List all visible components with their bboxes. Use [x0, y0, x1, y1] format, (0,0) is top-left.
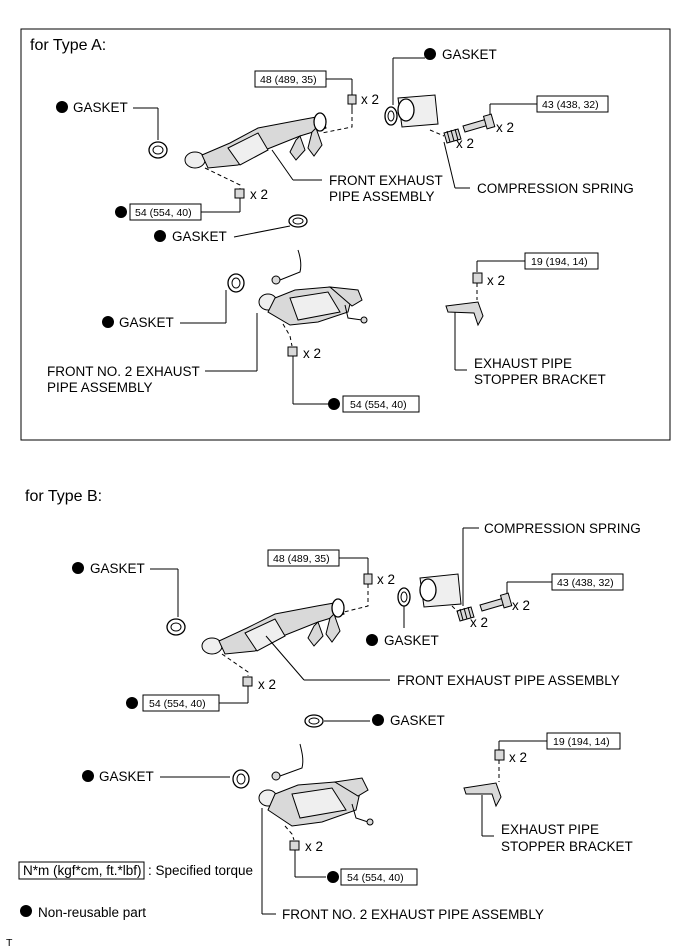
bolt-icon: [472, 272, 483, 284]
label-gasket-a2: GASKET: [73, 100, 128, 115]
qty-bolt-top-a: x 2: [361, 92, 379, 107]
front-exhaust-pipe-a: [184, 112, 327, 169]
torque-box-54-b2: [340, 868, 418, 886]
label-no2-pipe-a-1: FRONT NO. 2 EXHAUST: [47, 364, 200, 379]
nonreusable-icon: [372, 714, 384, 726]
nonreusable-icon: [366, 634, 378, 646]
nonreusable-icon: [424, 48, 436, 60]
gasket-a2: [148, 141, 168, 159]
torque-spring-bolt-a: 43 (438, 32): [542, 99, 599, 111]
label-compression-spring-a: COMPRESSION SPRING: [477, 181, 634, 196]
gasket-b3: [304, 714, 324, 728]
torque-bracket-b: 19 (194, 14): [553, 736, 610, 748]
label-bracket-b-1: EXHAUST PIPE: [501, 822, 599, 837]
nonreusable-icon: [56, 101, 68, 113]
nut-icon: [242, 676, 253, 687]
legend-torque-desc: : Specified torque: [148, 863, 253, 878]
label-bracket-a-2: STOPPER BRACKET: [474, 372, 606, 387]
label-front-pipe-a-2: PIPE ASSEMBLY: [329, 189, 435, 204]
qty-bracket-b: x 2: [509, 750, 527, 765]
gasket-b1: [166, 618, 186, 636]
nonreusable-icon: [20, 905, 32, 917]
nut-icon: [234, 188, 245, 199]
torque-bolt-top-b: 48 (489, 35): [273, 553, 330, 565]
label-gasket-b1: GASKET: [90, 561, 145, 576]
gasket-b2: [397, 587, 411, 607]
qty-nut-front-b: x 2: [258, 677, 276, 692]
nonreusable-icon: [328, 398, 340, 410]
front-no2-exhaust-pipe-a: [258, 249, 368, 326]
torque-spring-bolt-b: 43 (438, 32): [557, 577, 614, 589]
pipe-flange-b: [419, 573, 462, 608]
qty-bracket-a: x 2: [487, 273, 505, 288]
type-a-title: for Type A:: [30, 37, 106, 54]
label-bracket-a-1: EXHAUST PIPE: [474, 356, 572, 371]
label-no2-pipe-b: FRONT NO. 2 EXHAUST PIPE ASSEMBLY: [282, 907, 544, 922]
compression-spring-icon: [456, 606, 475, 622]
nonreusable-icon: [82, 770, 94, 782]
nonreusable-icon: [115, 206, 127, 218]
type-b-title: for Type B:: [25, 488, 102, 505]
front-no2-exhaust-pipe-b: [258, 743, 374, 827]
qty-spring-bolt-b: x 2: [512, 598, 530, 613]
torque-nut-no2-b: 54 (554, 40): [347, 872, 404, 884]
torque-nut-no2-a: 54 (554, 40): [350, 399, 407, 411]
torque-box-54-a2: [342, 395, 420, 413]
legend-nonreusable: Non-reusable part: [38, 905, 146, 920]
type-a-frame: [20, 28, 671, 441]
qty-spring-bolt-a: x 2: [496, 120, 514, 135]
nonreusable-icon: [154, 230, 166, 242]
gasket-a1: [384, 106, 398, 126]
label-front-pipe-a-1: FRONT EXHAUST: [329, 173, 443, 188]
nonreusable-icon: [102, 316, 114, 328]
nonreusable-icon: [72, 562, 84, 574]
label-gasket-b2: GASKET: [384, 633, 439, 648]
legend-torque-units: N*m (kgf*cm, ft.*lbf): [23, 863, 142, 878]
qty-nut-no2-a: x 2: [303, 346, 321, 361]
qty-nut-no2-b: x 2: [305, 839, 323, 854]
compression-spring-icon: [443, 128, 462, 144]
qty-spring-a: x 2: [456, 136, 474, 151]
label-gasket-a1: GASKET: [442, 47, 497, 62]
label-compression-spring-b: COMPRESSION SPRING: [484, 521, 641, 536]
qty-nut-front-a: x 2: [250, 187, 268, 202]
nut-icon: [289, 840, 300, 851]
bolt-icon: [494, 749, 505, 761]
label-no2-pipe-a-2: PIPE ASSEMBLY: [47, 380, 153, 395]
qty-bolt-top-b: x 2: [377, 572, 395, 587]
front-exhaust-pipe-b: [201, 598, 345, 655]
torque-bolt-top-a: 48 (489, 35): [260, 74, 317, 86]
qty-spring-b: x 2: [470, 615, 488, 630]
gasket-a3: [288, 214, 308, 228]
torque-bracket-a: 19 (194, 14): [531, 256, 588, 268]
pipe-flange-a: [397, 94, 439, 128]
spring-bolt-icon: [479, 592, 513, 612]
label-bracket-b-2: STOPPER BRACKET: [501, 839, 633, 854]
legend-torque-box: [18, 861, 145, 880]
gasket-b4: [232, 769, 250, 789]
bolt-icon: [347, 94, 357, 110]
corner-mark: T: [6, 937, 13, 949]
bolt-icon: [363, 573, 373, 585]
label-gasket-a3: GASKET: [172, 229, 227, 244]
gasket-a4: [227, 273, 245, 293]
label-gasket-b4: GASKET: [99, 769, 154, 784]
stopper-bracket-a: [445, 301, 484, 327]
nonreusable-icon: [126, 697, 138, 709]
label-gasket-b3: GASKET: [390, 713, 445, 728]
nut-icon: [287, 346, 298, 357]
label-front-pipe-b: FRONT EXHAUST PIPE ASSEMBLY: [397, 673, 620, 688]
torque-nut-front-a: 54 (554, 40): [135, 207, 192, 219]
torque-nut-front-b: 54 (554, 40): [149, 698, 206, 710]
spring-bolt-icon: [462, 113, 496, 133]
stopper-bracket-b: [463, 782, 502, 808]
label-gasket-a4: GASKET: [119, 315, 174, 330]
nonreusable-icon: [327, 871, 339, 883]
